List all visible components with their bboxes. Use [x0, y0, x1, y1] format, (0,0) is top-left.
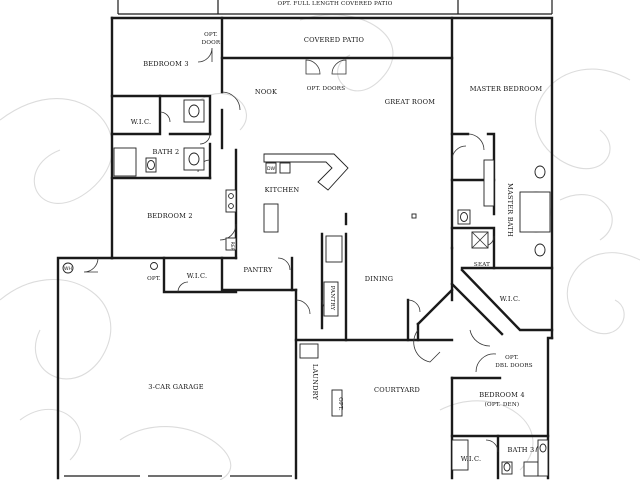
- room-label-courtyard: COURTYARD: [374, 386, 420, 394]
- room-label-wic-left: W.I.C.: [131, 118, 152, 126]
- room-label-laundry: LAUNDRY: [311, 364, 319, 401]
- room-label-covered-patio: COVERED PATIO: [304, 36, 365, 44]
- room-label-opt-laundry: OPT.: [337, 397, 343, 411]
- room-label-opt-door-2: DOOR: [202, 40, 221, 46]
- room-label-pantry-small: PANTRY: [329, 286, 335, 311]
- room-label-master-bedroom: MASTER BEDROOM: [470, 85, 543, 93]
- room-label-opt-dbl-doors-2: DBL DOORS: [495, 363, 533, 369]
- room-labels: OPT. FULL LENGTH COVERED PATIO OPT. DOOR…: [131, 1, 543, 463]
- room-label-opt-doors: OPT. DOORS: [307, 86, 346, 92]
- room-label-bedroom-4: BEDROOM 4: [479, 391, 525, 399]
- room-label-bedroom-2: BEDROOM 2: [147, 212, 193, 220]
- room-label-wic-mid: W.I.C.: [187, 272, 208, 280]
- door-swings: [64, 47, 547, 477]
- room-label-wic-bottom: W.I.C.: [461, 455, 482, 463]
- room-label-bath-2: BATH 2: [153, 148, 180, 156]
- water-heater-label: WH: [64, 266, 72, 272]
- room-label-kitchen: KITCHEN: [265, 186, 300, 194]
- room-label-seat: SEAT: [474, 262, 490, 268]
- room-label-great-room: GREAT ROOM: [385, 98, 436, 106]
- room-label-dining: DINING: [365, 275, 394, 283]
- dishwasher-label: DW: [267, 166, 276, 172]
- room-label-opt-door: OPT.: [204, 32, 218, 38]
- room-label-master-bath: MASTER BATH: [506, 183, 514, 237]
- room-label-bedroom-3: BEDROOM 3: [143, 60, 189, 68]
- room-label-wic-right: W.I.C.: [500, 295, 521, 303]
- refrigerator-label: REF: [229, 242, 235, 251]
- interior-walls: [110, 16, 554, 480]
- room-label-nook: NOOK: [255, 88, 278, 96]
- room-label-bath-3: BATH 3: [508, 446, 535, 454]
- fixtures: [62, 99, 551, 477]
- room-label-patio-top: OPT. FULL LENGTH COVERED PATIO: [277, 1, 392, 7]
- room-label-pantry: PANTRY: [243, 266, 273, 274]
- room-label-garage: 3-CAR GARAGE: [148, 383, 204, 391]
- room-label-opt-dbl-doors: OPT.: [505, 355, 519, 361]
- background-ornament: [0, 14, 640, 480]
- exterior-walls: [56, 0, 554, 480]
- room-label-bedroom-4-sub: (OPT. DEN): [485, 401, 520, 408]
- room-label-opt-wh: OPT.: [147, 276, 161, 282]
